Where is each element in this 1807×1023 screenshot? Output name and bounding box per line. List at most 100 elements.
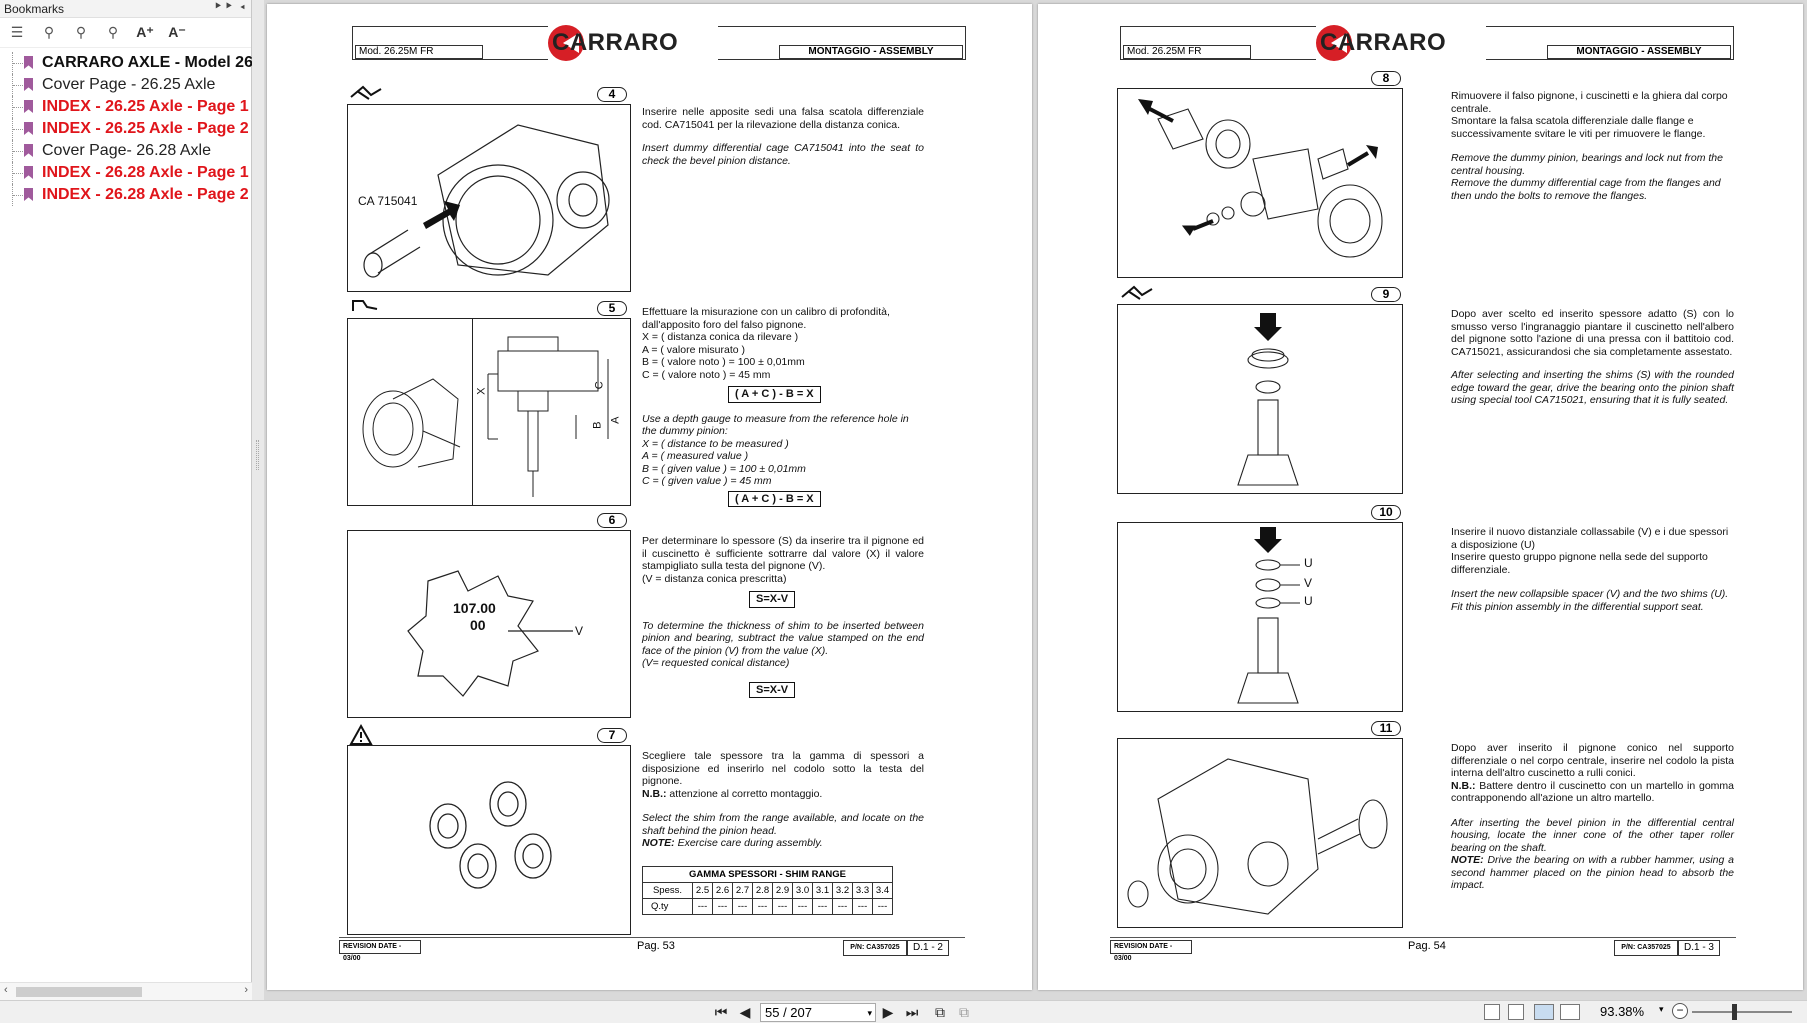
figure-step-9 [1117, 304, 1403, 494]
single-page-view-icon[interactable] [1484, 1004, 1500, 1020]
page-header: Mod. 26.25M FR CARRARO MONTAGGIO - ASSEM… [352, 23, 966, 63]
zoom-level[interactable]: 93.38% [1600, 1004, 1645, 1019]
formula-box: ( A + C ) - B = X [728, 490, 821, 507]
next-page-icon[interactable]: ▶ [882, 1004, 894, 1020]
zoom-slider-knob[interactable] [1732, 1004, 1737, 1020]
document-viewer[interactable]: Mod. 26.25M FR CARRARO MONTAGGIO - ASSEM… [264, 0, 1807, 1000]
bookmark-item[interactable]: INDEX - 26.25 Axle - Page 1 [0, 96, 251, 118]
stamp-value-2: 00 [470, 617, 486, 633]
delete-bookmark-icon[interactable]: ⚲ [107, 24, 119, 40]
bookmark-item[interactable]: CARRARO AXLE - Model 26.25 [0, 52, 275, 74]
next-view-icon[interactable]: ⧉ [959, 1004, 969, 1020]
formula-box: S=X-V [749, 681, 796, 698]
shim-label: U [1304, 594, 1313, 608]
bookmark-icon [24, 100, 33, 113]
step-11-text: Dopo aver inserito il pignone conico nel… [1451, 742, 1734, 891]
bookmark-icon [24, 78, 33, 91]
page-53: Mod. 26.25M FR CARRARO MONTAGGIO - ASSEM… [267, 4, 1032, 990]
page-54: Mod. 26.25M FR CARRARO MONTAGGIO - ASSEM… [1038, 4, 1803, 990]
dim-label-b: B [591, 421, 604, 429]
zoom-out-icon[interactable]: − [1672, 1003, 1688, 1019]
bookmarks-header: Bookmarks ⯈⯈ ◂ [0, 0, 251, 18]
font-decrease-icon[interactable]: A⁻ [168, 24, 186, 40]
expand-bookmark-icon[interactable]: ⚲ [43, 24, 55, 40]
figure-step-7 [347, 745, 631, 935]
bookmarks-title: Bookmarks [4, 2, 65, 16]
scrollbar-thumb[interactable] [16, 987, 142, 997]
font-increase-icon[interactable]: A⁺ [136, 24, 154, 40]
panel-controls[interactable]: ⯈⯈ ◂ [213, 1, 247, 13]
formula-box: S=X-V [749, 591, 796, 608]
figure-step-5: X C B A [347, 318, 631, 506]
bearing-install-illustration [1237, 313, 1299, 486]
pinion-head-illustration [407, 570, 573, 697]
housing-illustration [1127, 758, 1388, 915]
zoom-slider[interactable] [1692, 1004, 1792, 1020]
step-number: 7 [597, 728, 627, 743]
page-header: Mod. 26.25M FR CARRARO MONTAGGIO - ASSEM… [1120, 23, 1734, 63]
dim-label-x: X [475, 387, 488, 395]
figure-step-10: U V U [1117, 522, 1403, 712]
step-number: 11 [1371, 721, 1401, 736]
stamp-value: 107.00 [453, 600, 496, 616]
previous-page-icon[interactable]: ◀ [739, 1004, 751, 1020]
section-title: MONTAGGIO - ASSEMBLY [779, 45, 963, 59]
step-number: 6 [597, 513, 627, 528]
step-4-text: Inserire nelle apposite sedi una falsa s… [642, 106, 924, 167]
options-menu-icon[interactable]: ☰ [10, 24, 24, 40]
continuous-view-icon[interactable] [1508, 1004, 1524, 1020]
bookmarks-toolbar: ☰ ⚲ ⚲ ⚲ A⁺ A⁻ [0, 18, 251, 48]
bookmark-icon [24, 188, 33, 201]
part-label: CA 715041 [358, 194, 418, 208]
step-5-text: Effettuare la misurazione con un calibro… [642, 306, 924, 507]
horizontal-scrollbar[interactable]: ‹ › [0, 982, 252, 1000]
step-8-text: Rimuovere il falso pignone, i cuscinetti… [1451, 90, 1728, 202]
bookmark-item[interactable]: Cover Page - 26.25 Axle [0, 74, 251, 96]
step-10-text: Inserire il nuovo distanziale collassabi… [1451, 526, 1729, 613]
figure-step-8 [1117, 88, 1403, 278]
last-page-icon[interactable]: ⏭ [905, 1004, 919, 1020]
page-number: Pag. 54 [1408, 940, 1446, 952]
formula-box: ( A + C ) - B = X [728, 386, 821, 403]
collapsible-spacer-illustration [1237, 527, 1300, 704]
chevron-down-icon[interactable]: ▾ [867, 1008, 872, 1018]
bookmark-item[interactable]: INDEX - 26.25 Axle - Page 2 [0, 118, 251, 140]
bookmark-item[interactable]: INDEX - 26.28 Axle - Page 1 [0, 162, 251, 184]
scroll-left-icon[interactable]: ‹ [4, 984, 8, 996]
part-number: P/N: CA357025 [1614, 940, 1678, 956]
section-code: D.1 - 2 [907, 940, 949, 956]
step-number: 10 [1371, 505, 1401, 520]
continuous-facing-view-icon[interactable] [1560, 1004, 1580, 1020]
gauge-symbol-icon [352, 300, 378, 311]
bookmark-icon [24, 144, 33, 157]
page-number-field[interactable]: 55 / 207 ▾ [760, 1003, 876, 1022]
dummy-cage-illustration [363, 124, 610, 278]
bookmark-item[interactable]: Cover Page- 26.28 Axle [0, 140, 251, 162]
figure-step-6: 107.00 00 V [347, 530, 631, 718]
figure-step-4: CA 715041 [347, 104, 631, 292]
step-number: 5 [597, 301, 627, 316]
first-page-icon[interactable]: ⏮ [714, 1004, 728, 1020]
model-label: Mod. 26.25M FR [355, 45, 483, 59]
previous-view-icon[interactable]: ⧉ [935, 1004, 945, 1020]
step-number: 4 [597, 87, 627, 102]
page-number: Pag. 53 [637, 940, 675, 952]
panel-splitter[interactable] [252, 0, 264, 1000]
depth-gauge-illustration [362, 336, 609, 497]
new-bookmark-icon[interactable]: ⚲ [75, 24, 87, 40]
zoom-dropdown-icon[interactable]: ▾ [1659, 1004, 1664, 1014]
revision-date: REVISION DATE - 03/00 [339, 940, 421, 962]
bookmark-icon [24, 166, 33, 179]
part-number: P/N: CA357025 [843, 940, 907, 956]
scroll-right-icon[interactable]: › [244, 984, 248, 996]
section-code: D.1 - 3 [1678, 940, 1720, 956]
facing-view-icon[interactable] [1534, 1004, 1554, 1020]
disassembly-illustration [1138, 99, 1383, 258]
shims-illustration [429, 781, 552, 889]
bookmark-icon [24, 122, 33, 135]
bookmarks-panel: Bookmarks ⯈⯈ ◂ ☰ ⚲ ⚲ ⚲ A⁺ A⁻ CARRARO AXL… [0, 0, 275, 1000]
bookmark-item[interactable]: INDEX - 26.28 Axle - Page 2 [0, 184, 251, 206]
shim-label: U [1304, 556, 1313, 570]
dim-label-c: C [593, 381, 606, 390]
